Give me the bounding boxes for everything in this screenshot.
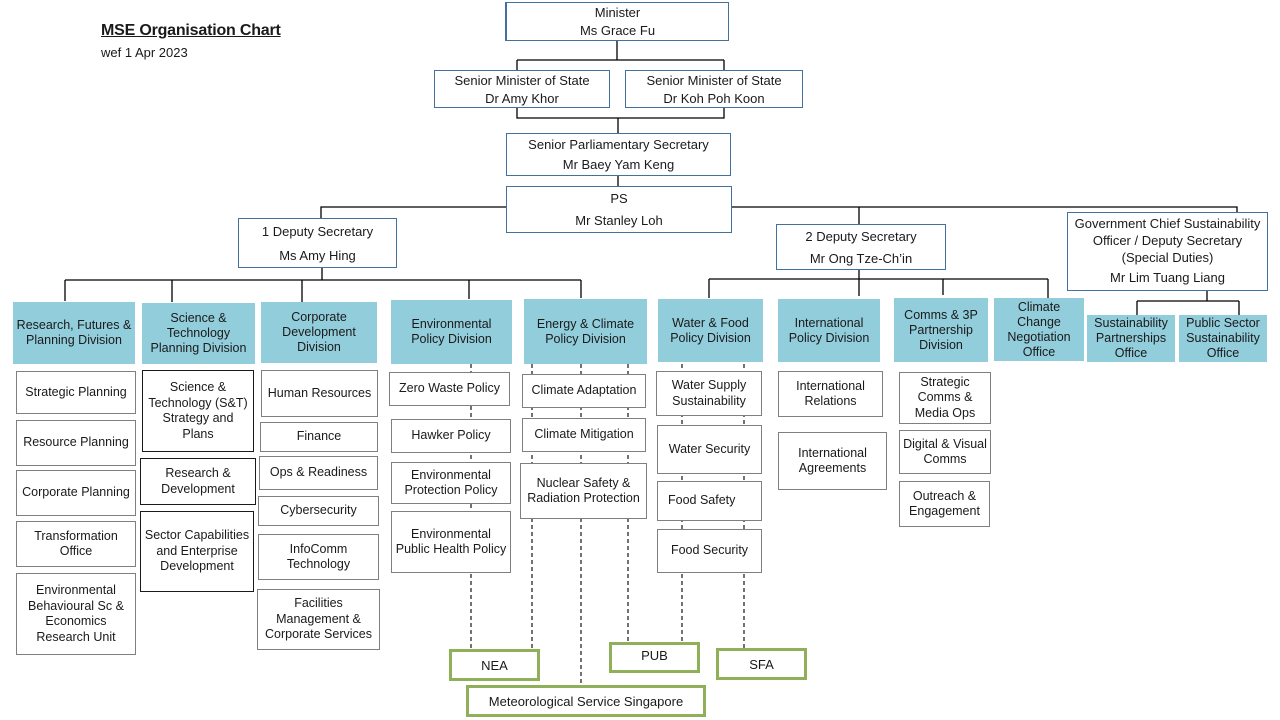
smos-box-2: Senior Minister of State Dr Koh Poh Koon (625, 70, 803, 108)
agency-meteorological-service-singapore: Meteorological Service Singapore (466, 685, 706, 717)
connector-ds2-divisions (708, 269, 1049, 298)
role: Senior Parliamentary Secretary (528, 136, 709, 152)
ds1-box: 1 Deputy Secretary Ms Amy Hing (238, 218, 397, 268)
division-international-policy: International Policy Division (778, 299, 880, 362)
role: Minister (594, 4, 641, 20)
unit-human-resources: Human Resources (261, 370, 378, 417)
unit-climate-adaptation: Climate Adaptation (522, 374, 646, 408)
smos-box-1: Senior Minister of State Dr Amy Khor (434, 70, 610, 108)
sps-box: Senior Parliamentary Secretary Mr Baey Y… (506, 133, 731, 176)
unit-outreach-engagement: Outreach & Engagement (899, 481, 990, 527)
division-science-technology-planning: Science & Technology Planning Division (142, 303, 255, 364)
name: Mr Ong Tze-Ch’in (809, 250, 913, 266)
unit-sector-capabilities: Sector Capabilities and Enterprise Devel… (140, 511, 254, 592)
unit-strategic-planning: Strategic Planning (16, 371, 136, 414)
unit-environmental-public-health-policy: Environmental Public Health Policy (391, 511, 511, 573)
name: Ms Grace Fu (579, 23, 656, 39)
unit-water-supply-sustainability: Water Supply Sustainability (656, 371, 762, 416)
minister-box: Minister Ms Grace Fu (505, 2, 729, 41)
name: Mr Lim Tuang Liang (1110, 270, 1225, 285)
office-climate-change-negotiation: Climate Change Negotiation Office (994, 298, 1084, 361)
name: Mr Baey Yam Keng (562, 157, 675, 173)
role: PS (610, 190, 628, 206)
division-energy-climate-policy: Energy & Climate Policy Division (524, 299, 647, 364)
role: Government Chief Sustainability Officer … (1074, 216, 1261, 265)
unit-corporate-planning: Corporate Planning (16, 470, 136, 516)
page-title: MSE Organisation Chart (101, 22, 281, 39)
office-sustainability-partnerships: Sustainability Partnerships Office (1087, 315, 1175, 362)
unit-food-security: Food Security (657, 529, 762, 573)
unit-environmental-behavioural-sc: Environmental Behavioural Sc & Economics… (16, 573, 136, 655)
unit-international-relations: International Relations (778, 371, 883, 417)
ds2-box: 2 Deputy Secretary Mr Ong Tze-Ch’in (776, 224, 946, 270)
name: Ms Amy Hing (279, 247, 356, 263)
unit-research-development: Research & Development (140, 458, 256, 505)
role: Senior Minister of State (454, 72, 590, 88)
unit-hawker-policy: Hawker Policy (391, 419, 511, 453)
agency-sfa: SFA (716, 648, 807, 680)
unit-transformation-office: Transformation Office (16, 521, 136, 567)
unit-zero-waste-policy: Zero Waste Policy (389, 372, 510, 406)
division-comms-3p-partnership: Comms & 3P Partnership Division (894, 298, 988, 362)
unit-food-safety: Food Safety (657, 481, 762, 521)
connector-minister-smos (516, 40, 725, 70)
unit-nuclear-safety-radiation: Nuclear Safety & Radiation Protection (520, 463, 647, 519)
role: Senior Minister of State (646, 72, 782, 88)
gcso-box: Government Chief Sustainability Officer … (1067, 212, 1268, 291)
agency-pub: PUB (609, 642, 700, 673)
unit-st-strategy-plans: Science & Technology (S&T) Strategy and … (142, 370, 254, 452)
division-water-food-policy: Water & Food Policy Division (658, 299, 763, 362)
dashed-link-pub (627, 364, 683, 642)
unit-ops-readiness: Ops & Readiness (259, 456, 378, 490)
unit-resource-planning: Resource Planning (16, 420, 136, 466)
office-public-sector-sustainability: Public Sector Sustainability Office (1179, 315, 1267, 362)
unit-infocomm-technology: InfoComm Technology (258, 534, 379, 580)
division-environmental-policy: Environmental Policy Division (391, 300, 512, 364)
unit-climate-mitigation: Climate Mitigation (522, 418, 646, 452)
effective-date: wef 1 Apr 2023 (101, 45, 188, 60)
agency-nea: NEA (449, 649, 540, 681)
name: Mr Stanley Loh (575, 213, 663, 229)
unit-finance: Finance (260, 422, 378, 452)
unit-cybersecurity: Cybersecurity (258, 496, 379, 526)
division-corporate-development: Corporate Development Division (261, 302, 377, 363)
connector-ps-branches (320, 206, 1238, 224)
name: Dr Koh Poh Koon (663, 90, 765, 106)
unit-environmental-protection-policy: Environmental Protection Policy (391, 462, 511, 504)
connector-smos-sps (516, 107, 725, 133)
unit-water-security: Water Security (657, 425, 762, 474)
name: Dr Amy Khor (485, 90, 559, 106)
unit-facilities-management: Facilities Management & Corporate Servic… (257, 589, 380, 650)
role: 2 Deputy Secretary (805, 228, 917, 244)
unit-strategic-comms-media-ops: Strategic Comms & Media Ops (899, 372, 991, 424)
unit-digital-visual-comms: Digital & Visual Comms (899, 430, 991, 474)
connector-ds1-divisions (64, 267, 582, 302)
division-research-futures-planning: Research, Futures & Planning Division (13, 302, 135, 364)
ps-box: PS Mr Stanley Loh (506, 186, 732, 233)
role: 1 Deputy Secretary (261, 223, 374, 239)
unit-international-agreements: International Agreements (778, 432, 887, 490)
